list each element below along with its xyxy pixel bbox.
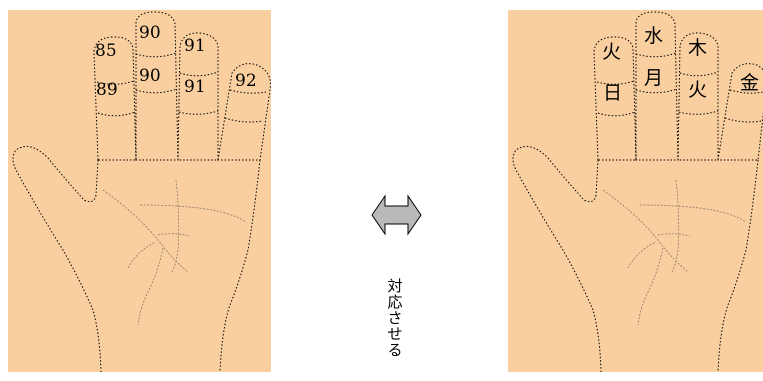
index-bottom-value: 89 [96,80,118,100]
index-top-value: 85 [95,41,117,61]
middle-bottom-value: 90 [139,66,161,86]
little-top-label: 金 [740,72,760,94]
caption-char: 応 [387,293,403,311]
palm-lines [602,179,747,326]
ring-bottom-value: 91 [184,77,206,97]
double-arrow-icon [371,194,422,236]
thumb-outline [512,145,602,372]
ring-top-label: 木 [688,37,708,59]
correspondence-caption: 対 応 さ せ る [386,278,404,358]
middle-top-label: 水 [644,25,664,47]
palm-right-outline [219,159,261,372]
right-hand-drawing [512,11,763,372]
little-finger-outline [217,63,271,161]
left-hand-panel: 85 89 90 90 91 91 92 [8,10,271,372]
palm-lines [102,179,247,326]
caption-char: さ [387,309,403,327]
caption-char: せ [387,325,403,343]
left-hand-drawing [12,11,271,372]
thumb-outline [12,145,102,372]
caption-char: 対 [387,277,403,295]
caption-char: る [387,341,403,359]
ring-bottom-label: 火 [688,79,708,101]
middle-bottom-label: 月 [644,67,664,89]
little-finger-outline [717,63,763,161]
ring-finger-outline [677,32,719,161]
palm-right-outline [717,159,759,372]
ring-finger-outline [177,32,219,161]
middle-top-value: 90 [139,23,161,43]
index-bottom-label: 日 [603,82,623,104]
index-finger-outline [593,36,637,161]
little-top-value: 92 [235,71,257,91]
index-top-label: 火 [602,41,622,63]
ring-top-value: 91 [184,36,206,56]
index-finger-outline [93,36,137,161]
right-hand-panel: 火 日 水 月 木 火 金 [508,10,763,372]
